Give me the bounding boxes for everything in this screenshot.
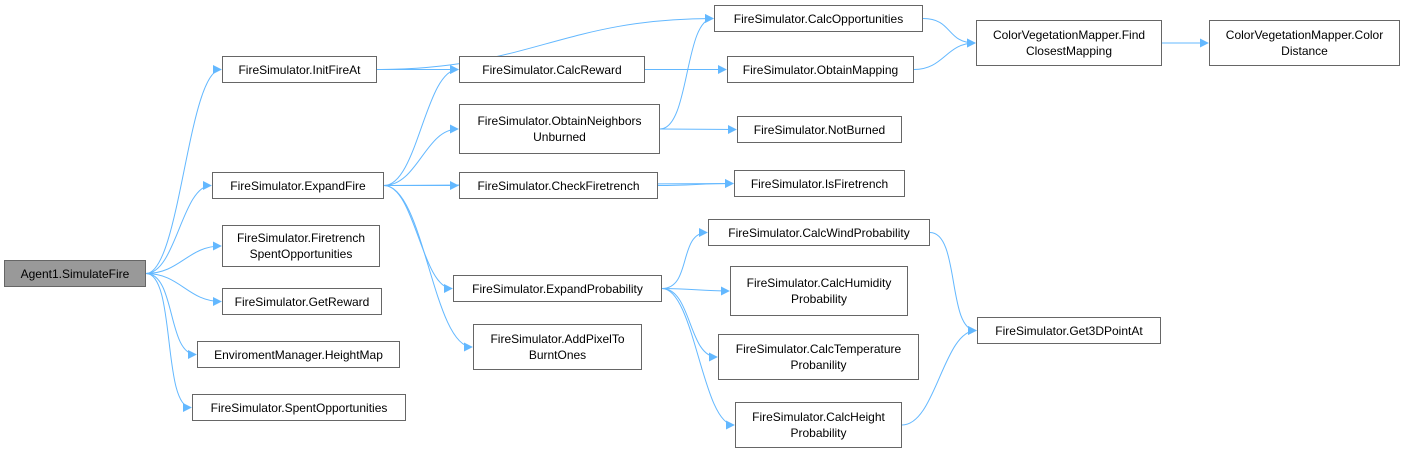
node-label-line: FireSimulator.IsFiretrench (750, 176, 889, 191)
node-label-line: FireSimulator.CalcTemperature (735, 342, 902, 356)
node-label-line: FireSimulator.SpentOpportunities (210, 400, 388, 415)
edge-checkfiretrench-to-isfiretrench (657, 179, 734, 189)
node-label-line: ColorVegetationMapper.Find (992, 28, 1146, 42)
edge-obtainneighbors-to-calcopp (659, 14, 714, 130)
node-get3dpoint[interactable]: FireSimulator.Get3DPointAt (977, 317, 1161, 344)
node-label-line: Unburned (533, 130, 586, 144)
edge-expandprob-to-calctemp (661, 288, 718, 362)
node-label-line: FireSimulator.CalcOpportunities (733, 11, 904, 26)
node-calcopp[interactable]: FireSimulator.CalcOpportunities (714, 5, 923, 32)
node-label-line: FireSimulator.NotBurned (753, 122, 886, 137)
node-label-line: FireSimulator.ExpandFire (230, 178, 366, 193)
node-label-line: SpentOpportunities (249, 247, 353, 261)
node-label-line: FireSimulator.ExpandProbability (472, 281, 643, 296)
node-label-line: Agent1.SimulateFire (20, 266, 130, 281)
edge-root-to-getreward (145, 273, 222, 306)
edge-expandprob-to-calchumidity (661, 286, 730, 296)
node-label-line: Distance (1281, 44, 1328, 58)
edge-expandfire-to-addpixel (383, 185, 473, 352)
edge-expandfire-to-obtainneighbors (383, 124, 459, 186)
node-label-line: BurntOnes (528, 348, 587, 362)
node-label-line: ColorVegetationMapper.Color (1225, 28, 1384, 42)
edge-root-to-firetrench-spent (145, 241, 222, 274)
node-label-line: FireSimulator.CalcHumidity (746, 276, 892, 290)
node-calcwind[interactable]: FireSimulator.CalcWindProbability (708, 219, 930, 246)
node-label-line: FireSimulator.CalcWindProbability (728, 225, 910, 240)
node-label-line: FireSimulator.Get3DPointAt (995, 323, 1143, 338)
node-label-line: ClosestMapping (1025, 44, 1113, 58)
edge-root-to-spentopp (145, 273, 192, 412)
node-label-line: FireSimulator.GetReward (234, 294, 370, 309)
node-notburned[interactable]: FireSimulator.NotBurned (737, 116, 902, 143)
node-label-line: Probability (790, 292, 848, 306)
edge-obtainmapping-to-findclosest (913, 38, 976, 70)
node-label-line: FireSimulator.Firetrench (236, 231, 366, 245)
edge-root-to-heightmap (145, 273, 197, 359)
node-calcreward[interactable]: FireSimulator.CalcReward (459, 56, 645, 83)
edge-initfireat-to-calcopp (376, 14, 714, 70)
edge-root-to-initfireat (145, 65, 222, 274)
edge-calcwind-to-get3dpoint (929, 232, 977, 335)
node-label-line: FireSimulator.InitFireAt (238, 62, 361, 77)
node-isfiretrench[interactable]: FireSimulator.IsFiretrench (734, 170, 905, 197)
node-label-line: FireSimulator.CalcHeight (752, 410, 885, 424)
node-spentopp[interactable]: FireSimulator.SpentOpportunities (192, 394, 406, 421)
node-initfireat[interactable]: FireSimulator.InitFireAt (222, 56, 377, 83)
node-label-line: FireSimulator.ObtainNeighbors (477, 114, 642, 128)
edge-expandfire-to-expandprob (383, 185, 453, 293)
node-obtainmapping[interactable]: FireSimulator.ObtainMapping (727, 56, 914, 83)
node-expandfire[interactable]: FireSimulator.ExpandFire (212, 172, 384, 199)
node-label-line: FireSimulator.ObtainMapping (742, 62, 899, 77)
node-root: Agent1.SimulateFire (4, 260, 146, 287)
node-label-line: FireSimulator.CheckFiretrench (477, 178, 640, 193)
edge-calcheight-to-get3dpoint (901, 326, 977, 426)
edge-calcopp-to-findclosest (922, 18, 976, 48)
node-label-line: FireSimulator.CalcReward (482, 62, 622, 77)
edge-obtainneighbors-to-notburned (659, 124, 737, 134)
edge-expandfire-to-calcreward (383, 65, 459, 186)
edge-root-to-expandfire (145, 181, 212, 274)
node-getreward[interactable]: FireSimulator.GetReward (222, 288, 382, 315)
node-heightmap[interactable]: EnviromentManager.HeightMap (197, 341, 400, 368)
node-label-line: Probanility (790, 358, 847, 372)
node-label-line: EnviromentManager.HeightMap (214, 347, 383, 362)
edge-expandprob-to-calcwind (661, 228, 708, 289)
node-expandprob[interactable]: FireSimulator.ExpandProbability (453, 275, 662, 302)
node-label-line: Probability (790, 426, 847, 440)
edge-expandprob-to-calcheight (661, 288, 735, 430)
node-label-line: FireSimulator.AddPixelTo (490, 332, 625, 346)
node-checkfiretrench[interactable]: FireSimulator.CheckFiretrench (459, 172, 658, 199)
